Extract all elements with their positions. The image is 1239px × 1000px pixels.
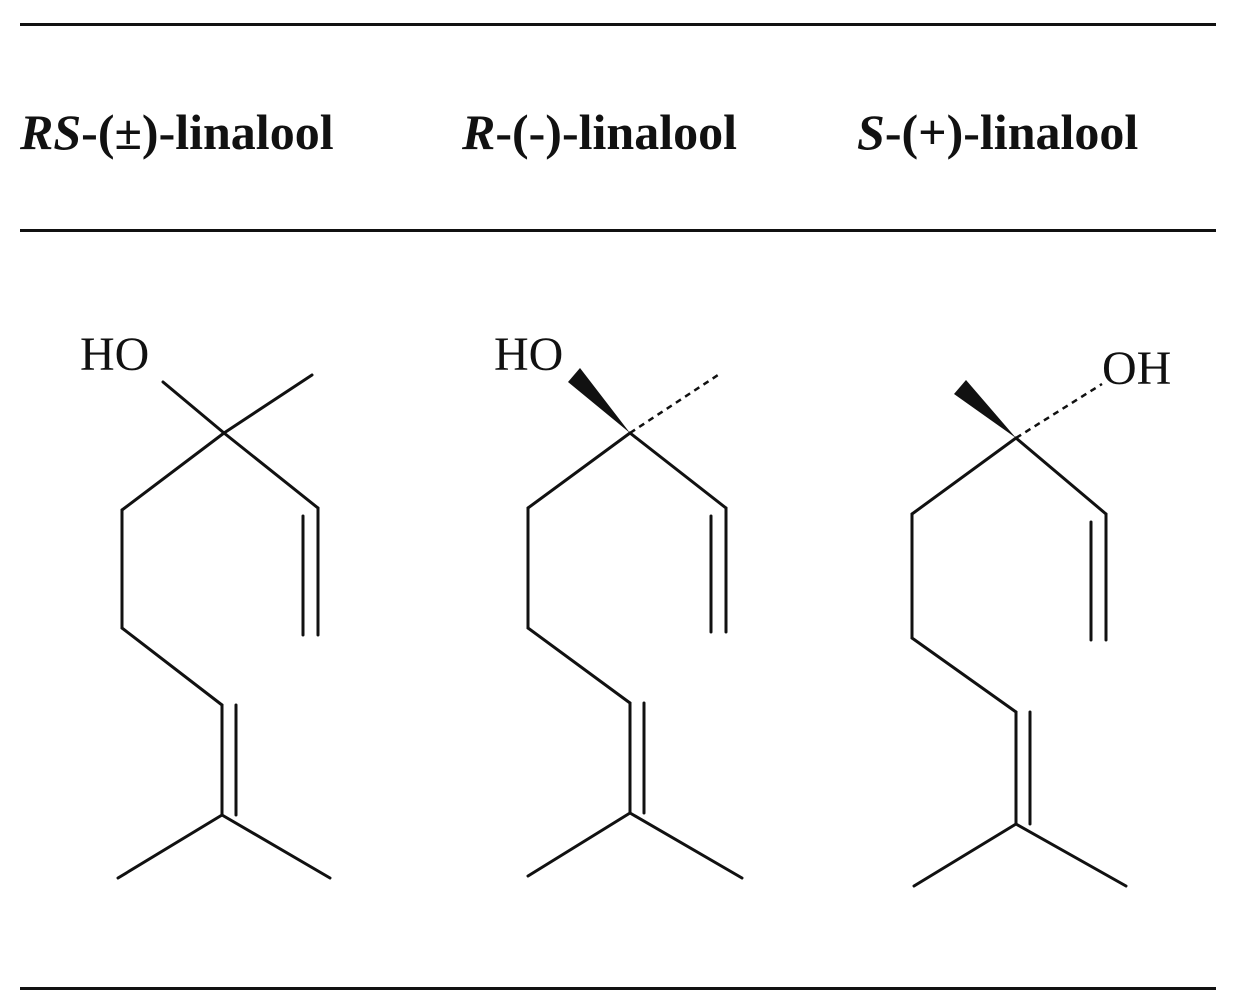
structure-r-linalool: HO (494, 328, 744, 880)
bottom-rule (20, 987, 1216, 990)
hydroxyl-label-s: OH (1102, 342, 1171, 395)
label-rs-suffix: -(±)-linalool (81, 104, 334, 160)
label-s-suffix: -(+)-linalool (884, 104, 1139, 160)
label-s-linalool: S-(+)-linalool (857, 102, 1138, 162)
label-rs-prefix: RS (20, 104, 82, 160)
wedge-bond-oh-r (568, 368, 630, 433)
label-r-linalool: R-(-)-linalool (462, 102, 737, 162)
bond-terminal-methyl-1-s (912, 822, 1018, 888)
top-rule (20, 23, 1216, 26)
bond-terminal-methyl-2-s (1014, 822, 1128, 888)
middle-rule (20, 229, 1216, 232)
bond-chain-3-rs (120, 626, 224, 707)
bond-chain-3-r (526, 626, 632, 705)
hashed-bond-oh-s (1015, 382, 1103, 440)
bond-vinyl-r (628, 431, 728, 510)
bond-terminal-methyl-2-r (628, 811, 744, 880)
bond-chain-3-s (910, 636, 1018, 714)
label-r-prefix: R (462, 104, 496, 160)
structure-s-linalool: OH (910, 342, 1171, 888)
label-s-prefix: S (857, 104, 885, 160)
bond-chain-1-s (910, 436, 1018, 516)
label-r-suffix: -(-)-linalool (495, 104, 737, 160)
wedge-bond-methyl-s (954, 380, 1016, 438)
bond-vinyl-rs (222, 431, 320, 510)
hydroxyl-label-r: HO (494, 328, 563, 381)
hashed-bond-methyl-r (629, 373, 719, 435)
bond-chain-1-r (526, 431, 632, 510)
label-rs-linalool: RS-(±)-linalool (20, 102, 334, 162)
bond-oh-rs (161, 380, 226, 435)
hydroxyl-label-rs: HO (80, 328, 149, 381)
bond-methyl-rs (222, 373, 314, 435)
structure-rs-linalool: HO (80, 328, 332, 880)
bond-terminal-methyl-1-r (526, 811, 632, 878)
bond-vinyl-s (1014, 436, 1108, 516)
bond-terminal-methyl-2-rs (220, 813, 332, 880)
bond-chain-1-rs (120, 431, 226, 512)
header-row: RS-(±)-linalool R-(-)-linalool S-(+)-lin… (0, 102, 1239, 172)
bond-terminal-methyl-1-rs (116, 813, 224, 880)
